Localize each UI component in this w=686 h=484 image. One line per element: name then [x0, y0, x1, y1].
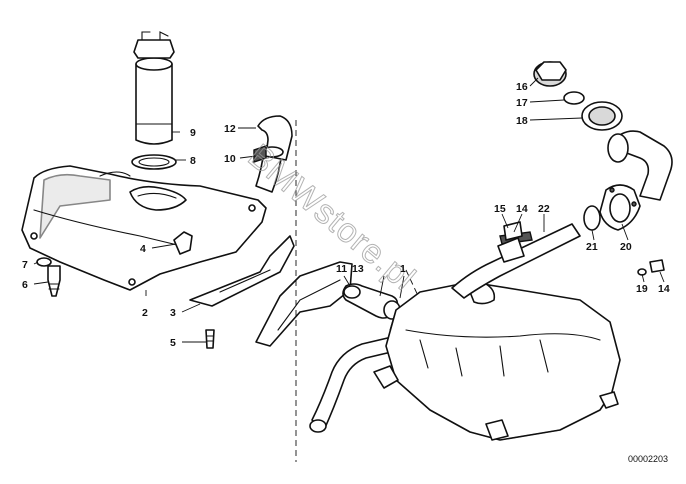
callout-labels: 1 2 3 4 5 6 7 8 9 10 11 12 13 14 14 15 1… [22, 81, 670, 349]
vent-hose [253, 115, 293, 193]
callout-22: 22 [538, 203, 550, 215]
callout-8: 8 [190, 155, 196, 167]
mounting-screw [205, 329, 215, 349]
callout-1: 1 [400, 263, 406, 275]
vent-line [451, 223, 581, 299]
callout-15: 15 [494, 203, 506, 215]
right-fuel-tank [373, 281, 621, 441]
filler-neck-seal [581, 101, 623, 131]
filler-cap [533, 61, 567, 87]
cap-ring [563, 91, 585, 105]
callout-14a: 14 [516, 203, 528, 215]
tank-clip [173, 231, 193, 255]
callout-16: 16 [516, 81, 528, 93]
document-number: 00002203 [628, 454, 668, 464]
callout-9: 9 [190, 127, 196, 139]
callout-12: 12 [224, 123, 236, 135]
callout-19: 19 [636, 283, 648, 295]
callout-13: 13 [352, 263, 364, 275]
assembly-line-2 [405, 269, 421, 301]
callout-6: 6 [22, 279, 28, 291]
left-fuel-tank [21, 165, 267, 291]
leader-lines [33, 77, 665, 343]
flange-gasket [583, 205, 601, 231]
callout-4: 4 [140, 243, 146, 255]
filler-neck-connector [342, 283, 401, 320]
callout-21: 21 [586, 241, 598, 253]
hex-bolt [47, 265, 61, 297]
fuel-level-sender [133, 31, 175, 145]
callout-3: 3 [170, 307, 176, 319]
filler-elbow-hose [607, 130, 673, 201]
callout-5: 5 [170, 337, 176, 349]
filler-flange [599, 184, 641, 231]
callout-7: 7 [22, 259, 28, 271]
callout-17: 17 [516, 97, 528, 109]
callout-11: 11 [336, 263, 347, 275]
callout-20: 20 [620, 241, 632, 253]
screw-upper [503, 221, 523, 241]
callout-14b: 14 [658, 283, 670, 295]
callout-2: 2 [142, 307, 148, 319]
callout-10: 10 [224, 153, 236, 165]
washer [36, 257, 52, 267]
sender-gasket [131, 154, 177, 170]
tank-support-bracket [189, 235, 353, 347]
callout-18: 18 [516, 115, 528, 127]
